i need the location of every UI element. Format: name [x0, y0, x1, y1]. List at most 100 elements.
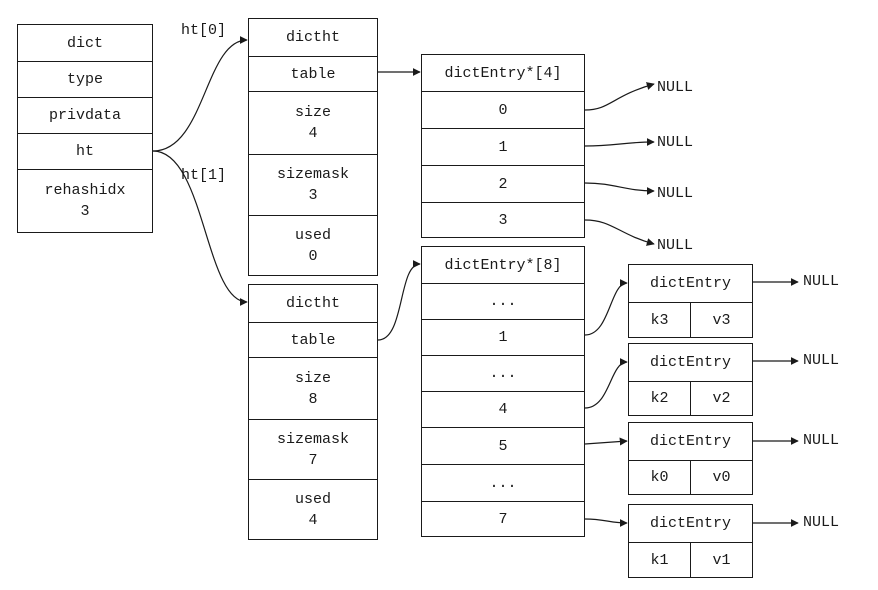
null-label: NULL — [803, 273, 840, 290]
table-0-slot-label: 2 — [498, 175, 508, 193]
table-1-slot-label: ... — [489, 474, 517, 492]
null-label: NULL — [803, 432, 840, 449]
dictht-1-size-value: 8 — [308, 390, 318, 408]
dictht-1-used-label: used — [294, 490, 331, 508]
arrow-ht0 — [152, 36, 248, 152]
dictht-1-table-label: table — [290, 331, 336, 349]
dictht-0-used-cell: used 0 — [249, 215, 377, 275]
arrow-slot5-entry — [584, 437, 628, 446]
table-1: dictEntry*[8] ... 1 ... 4 5 ... 7 — [421, 246, 585, 537]
dict-entry-title-cell: dictEntry — [629, 344, 752, 381]
null-label: NULL — [657, 185, 694, 202]
null-label: NULL — [657, 134, 694, 151]
table-0-slot-cell: 1 — [422, 128, 584, 165]
table-1-slot-cell: 5 — [422, 427, 584, 464]
ht1-label: ht[1] — [181, 167, 227, 184]
dict-entry-kv-row: k3 v3 — [629, 302, 752, 337]
dictht-0-size-cell: size 4 — [249, 91, 377, 154]
dict-entry-title: dictEntry — [649, 354, 731, 371]
dict-entry-title: dictEntry — [649, 433, 731, 450]
null-label: NULL — [657, 237, 694, 254]
table-0-slot-label: 3 — [498, 211, 508, 229]
table-1-header: dictEntry*[8] — [444, 256, 562, 274]
table-1-slot-cell: 1 — [422, 319, 584, 355]
dictht-1-sizemask-value: 7 — [308, 451, 318, 469]
dictht-0-table-label: table — [290, 65, 336, 83]
dictht-1-used-value: 4 — [308, 511, 318, 529]
dict-entry-value: v0 — [690, 461, 752, 494]
arrow-slot7-entry — [584, 518, 628, 527]
dictht-0-used-value: 0 — [308, 247, 318, 265]
arrow-slot2-null — [584, 182, 655, 195]
dictht-0-size-label: size — [294, 104, 331, 121]
dictht-0-sizemask-value: 3 — [308, 187, 318, 204]
dict-rehashidx-cell: rehashidx 3 — [18, 169, 152, 232]
table-1-header-cell: dictEntry*[8] — [422, 247, 584, 283]
null-label: NULL — [803, 352, 840, 369]
table-0: dictEntry*[4] 0 1 2 3 — [421, 54, 585, 238]
table-1-slot-label: ... — [489, 293, 517, 310]
table-0-slot-cell: 2 — [422, 165, 584, 202]
table-1-slot-label: 4 — [498, 401, 508, 418]
null-label: NULL — [657, 79, 694, 96]
dict-entry-k2: dictEntry k2 v2 — [628, 343, 753, 416]
table-1-slot-cell: 4 — [422, 391, 584, 427]
arrow-slot1-entry — [584, 279, 628, 336]
dictht-1-sizemask-cell: sizemask 7 — [249, 419, 377, 479]
dict-entry-key: k2 — [650, 390, 669, 407]
dict-entry-k1: dictEntry k1 v1 — [628, 504, 753, 578]
dict-entry-value: v1 — [690, 543, 752, 577]
dictht-0-title-cell: dictht — [249, 19, 377, 56]
dictht-1-used-cell: used 4 — [249, 479, 377, 539]
table-1-slot-cell: 7 — [422, 501, 584, 536]
dict-entry-key: k1 — [650, 551, 669, 569]
table-1-slot-cell: ... — [422, 355, 584, 391]
null-label: NULL — [803, 514, 840, 531]
dictht-1-size-label: size — [294, 369, 331, 387]
table-0-slot-cell: 0 — [422, 91, 584, 128]
dict-entry-value: v3 — [690, 303, 752, 337]
dictht-1-table-cell: table — [249, 322, 377, 357]
table-1-slot-label: 7 — [498, 510, 508, 528]
dictht-1-title-cell: dictht — [249, 285, 377, 322]
dictht-0-sizemask-label: sizemask — [276, 166, 349, 183]
dictht-1-sizemask-label: sizemask — [276, 430, 349, 448]
dictht-0: dictht table size 4 sizemask 3 used 0 — [248, 18, 378, 276]
dict-rehashidx-label: rehashidx — [44, 182, 126, 199]
table-0-header-cell: dictEntry*[4] — [422, 55, 584, 91]
table-1-slot-cell: ... — [422, 464, 584, 501]
arrow-table1 — [377, 260, 421, 341]
dictht-0-title: dictht — [285, 29, 340, 46]
dictht-1-title: dictht — [285, 295, 340, 312]
dict-entry-key: k0 — [650, 469, 669, 486]
dict-privdata-cell: privdata — [18, 97, 152, 133]
dict-privdata-label: privdata — [48, 107, 121, 124]
table-0-slot-label: 1 — [498, 138, 508, 156]
arrow-slot1-null — [584, 138, 655, 147]
arrow-slot0-null — [584, 82, 655, 111]
dict-struct: dict type privdata ht rehashidx 3 — [17, 24, 153, 233]
dict-entry-kv-row: k0 v0 — [629, 460, 752, 494]
dict-entry-kv-row: k1 v1 — [629, 542, 752, 577]
dict-entry-k0: dictEntry k0 v0 — [628, 422, 753, 495]
dict-entry-kv-row: k2 v2 — [629, 381, 752, 415]
dict-entry-title-cell: dictEntry — [629, 505, 752, 542]
dictht-0-table-cell: table — [249, 56, 377, 91]
dict-entry-key: k3 — [650, 311, 669, 329]
table-1-slot-cell: ... — [422, 283, 584, 319]
dict-ht-label: ht — [75, 143, 94, 160]
dictht-0-size-value: 4 — [308, 125, 318, 142]
dict-rehashidx-value: 3 — [80, 203, 90, 220]
arrow-slot3-null — [584, 219, 655, 246]
dict-title: dict — [66, 34, 103, 52]
arrow-slot4-entry — [584, 358, 628, 409]
dict-type-label: type — [66, 71, 103, 88]
table-0-slot-cell: 3 — [422, 202, 584, 237]
dict-ht-cell: ht — [18, 133, 152, 169]
dictht-0-used-label: used — [294, 226, 331, 244]
table-1-slot-label: 1 — [498, 329, 508, 346]
dict-entry-value: v2 — [690, 382, 752, 415]
ht0-label: ht[0] — [181, 22, 227, 39]
table-1-slot-label: ... — [489, 365, 517, 382]
